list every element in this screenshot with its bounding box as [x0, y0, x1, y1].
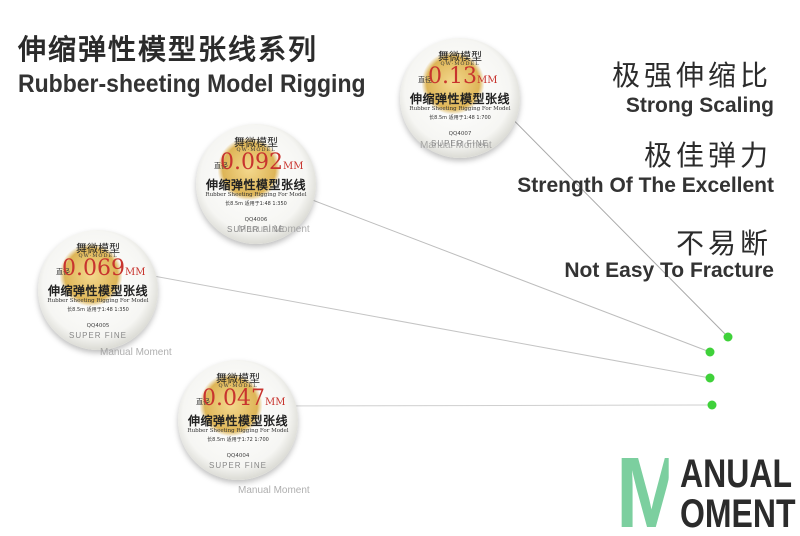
spool-size-value: 0.047 — [202, 386, 265, 411]
spool-hub-icon — [60, 244, 122, 306]
line-end-dot — [705, 373, 715, 383]
feature-2-chinese: 极佳弹力 — [643, 139, 772, 172]
spool-brand: 舞微模型 — [234, 136, 278, 149]
spool-size-unit: MM — [476, 75, 498, 86]
spool-0047: 舞微模型 QW·MODEL 直径 0.047MM 伸缩弹性模型张线 Rubber… — [178, 360, 298, 480]
watermark: Manual Moment — [238, 224, 310, 235]
spool-013: 舞微模型 QW·MODEL 直径 0.13MM 伸缩弹性模型张线 Rubber … — [400, 38, 520, 158]
logo-line-1: ANUAL — [680, 452, 792, 496]
spool-sub-brand: QW·MODEL — [236, 147, 276, 153]
spool-fine-label: SUPER FINE — [226, 225, 285, 234]
spool-fine-label: SUPER FINE — [68, 331, 127, 340]
feature-3-chinese: 不易断 — [675, 227, 772, 260]
spool-sub-brand: QW·MODEL — [440, 61, 480, 67]
spool-size-unit: MM — [282, 161, 304, 172]
logo-line-2: OMENT — [680, 492, 796, 536]
spool-diameter-label: 直径 — [56, 268, 70, 276]
spool-chinese-name: 伸缩弹性模型张线 — [409, 92, 510, 106]
spool-size-value: 0.13 — [428, 64, 477, 89]
rigging-line-0092 — [259, 179, 711, 353]
spool-code: QQ4005 — [86, 323, 110, 329]
title-chinese: 伸缩弹性模型张线系列 — [18, 33, 319, 66]
spool-brand: 舞微模型 — [438, 50, 482, 63]
feature-1-english: Strong Scaling — [625, 94, 774, 117]
spool-size-unit: MM — [264, 397, 286, 408]
feature-1-chinese: 极强伸缩比 — [611, 59, 772, 92]
line-end-dot — [705, 347, 715, 357]
spool-size-value: 0.069 — [62, 256, 125, 281]
spool-diameter-label: 直径 — [196, 398, 210, 406]
spool-diameter-label: 直径 — [418, 76, 432, 84]
line-end-dot — [707, 400, 717, 410]
spool-size: 0.092MM — [220, 150, 303, 175]
spool-code: QQ4004 — [226, 453, 250, 459]
spool-size: 0.047MM — [202, 386, 285, 411]
spool-hub-icon — [422, 52, 484, 114]
spool-size: 0.069MM — [62, 256, 145, 281]
logo-letter-m: M — [616, 455, 669, 531]
spool-spec: 长8.5m 适用于1:48 1:700 — [429, 115, 491, 121]
spool-code: QQ4006 — [244, 217, 268, 223]
spool-chinese-name: 伸缩弹性模型张线 — [187, 414, 288, 428]
spool-sub-brand: QW·MODEL — [218, 383, 258, 389]
spool-sub-brand: QW·MODEL — [78, 253, 118, 259]
spool-size-value: 0.092 — [220, 150, 283, 175]
spool-chinese-name: 伸缩弹性模型张线 — [47, 284, 148, 298]
spool-spec: 长8.5m 适用于1:48 1:350 — [225, 201, 287, 207]
watermark: Manual Moment — [100, 347, 172, 358]
spool-code: QQ4007 — [448, 131, 472, 137]
spool-hub-icon — [200, 374, 262, 436]
spool-diameter-label: 直径 — [214, 162, 228, 170]
rigging-line-0069 — [109, 267, 711, 379]
spool-spec: 长8.5m 适用于1:72 1:700 — [207, 437, 269, 443]
watermark: Manual Moment — [420, 140, 492, 151]
spool-chinese-name: 伸缩弹性模型张线 — [205, 178, 306, 192]
spool-english-name: Rubber Sheeting Rigging For Model — [205, 192, 307, 198]
title-english: Rubber-sheeting Model Rigging — [18, 70, 366, 98]
feature-2-english: Strength Of The Excellent — [517, 174, 774, 197]
spool-brand: 舞微模型 — [76, 242, 120, 255]
spool-english-name: Rubber Sheeting Rigging For Model — [409, 106, 511, 112]
feature-3-english: Not Easy To Fracture — [564, 259, 774, 282]
spool-brand: 舞微模型 — [216, 372, 260, 385]
spool-0092: 舞微模型 QW·MODEL 直径 0.092MM 伸缩弹性模型张线 Rubber… — [196, 124, 316, 244]
spool-0069: 舞微模型 QW·MODEL 直径 0.069MM 伸缩弹性模型张线 Rubber… — [38, 230, 158, 350]
spool-spec: 长8.5m 适用于1:48 1:350 — [67, 307, 129, 313]
spool-hub-icon — [218, 138, 280, 200]
rigging-line-0047 — [251, 404, 713, 407]
spool-fine-label: SUPER FINE — [430, 139, 489, 148]
spool-english-name: Rubber Sheeting Rigging For Model — [47, 298, 149, 304]
spool-fine-label: SUPER FINE — [208, 461, 267, 470]
spool-english-name: Rubber Sheeting Rigging For Model — [187, 428, 289, 434]
spool-size: 0.13MM — [428, 64, 497, 89]
watermark: Manual Moment — [238, 485, 310, 496]
line-end-dot — [723, 332, 733, 342]
spool-size-unit: MM — [124, 267, 146, 278]
